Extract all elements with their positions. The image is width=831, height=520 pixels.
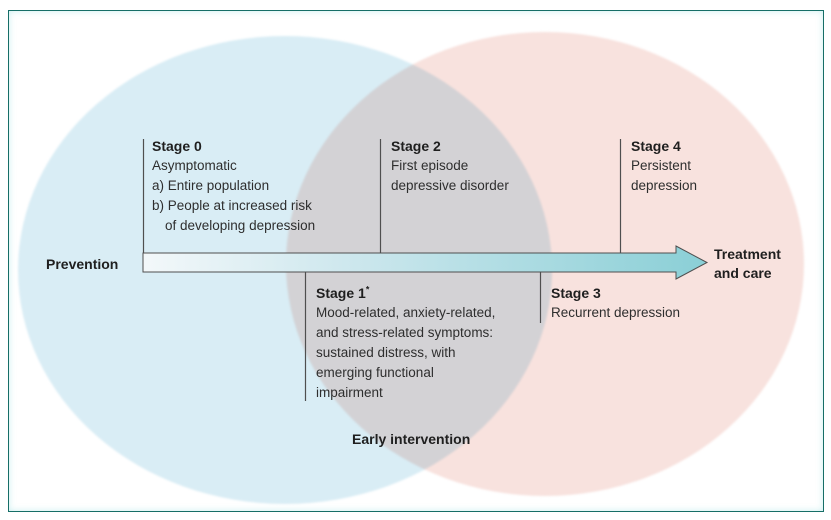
stage-0-line-3: b) People at increased risk [152, 198, 312, 213]
stage-4-line-2: depression [631, 178, 698, 193]
stage-1-line-3: sustained distress, with [316, 345, 456, 360]
stage-0-block: Stage 0 Asymptomatic a) Entire populatio… [152, 136, 315, 236]
treatment-care-line1: Treatment [714, 246, 781, 262]
stage-0-line-2: a) Entire population [152, 178, 270, 193]
prevention-label: Prevention [46, 256, 119, 272]
stage-1-line-2: and stress-related symptoms: [316, 325, 494, 340]
stage-1-block: Stage 1* Mood-related, anxiety-related, … [316, 283, 495, 403]
stage-4-title: Stage 4 [631, 138, 681, 154]
stage-2-block: Stage 2 First episode depressive disorde… [391, 136, 509, 196]
treatment-care-line2: and care [714, 265, 772, 281]
stage-0-title: Stage 0 [152, 138, 202, 154]
stage-1-line-1: Mood-related, anxiety-related, [316, 305, 496, 320]
stage-2-title: Stage 2 [391, 138, 441, 154]
stage-1-asterisk: * [365, 284, 370, 295]
stage-3-line-1: Recurrent depression [551, 305, 681, 320]
stage-3-title: Stage 3 [551, 285, 601, 301]
stage-2-line-2: depressive disorder [391, 178, 509, 193]
stage-4-line-1: Persistent [631, 158, 692, 173]
stage-0-line-4: of developing depression [165, 218, 316, 233]
stage-1-line-4: emerging functional [316, 365, 434, 380]
stage-4-block: Stage 4 Persistent depression [631, 136, 697, 196]
stage-1-title: Stage 1* [316, 284, 370, 301]
stage-1-line-5: impairment [316, 385, 383, 400]
treatment-care-label: Treatment and care [714, 245, 781, 283]
timeline-arrow [142, 245, 709, 280]
stage-0-line-1: Asymptomatic [152, 158, 237, 173]
stage-3-block: Stage 3 Recurrent depression [551, 283, 680, 323]
stage-2-line-1: First episode [391, 158, 469, 173]
early-intervention-label: Early intervention [352, 431, 471, 447]
